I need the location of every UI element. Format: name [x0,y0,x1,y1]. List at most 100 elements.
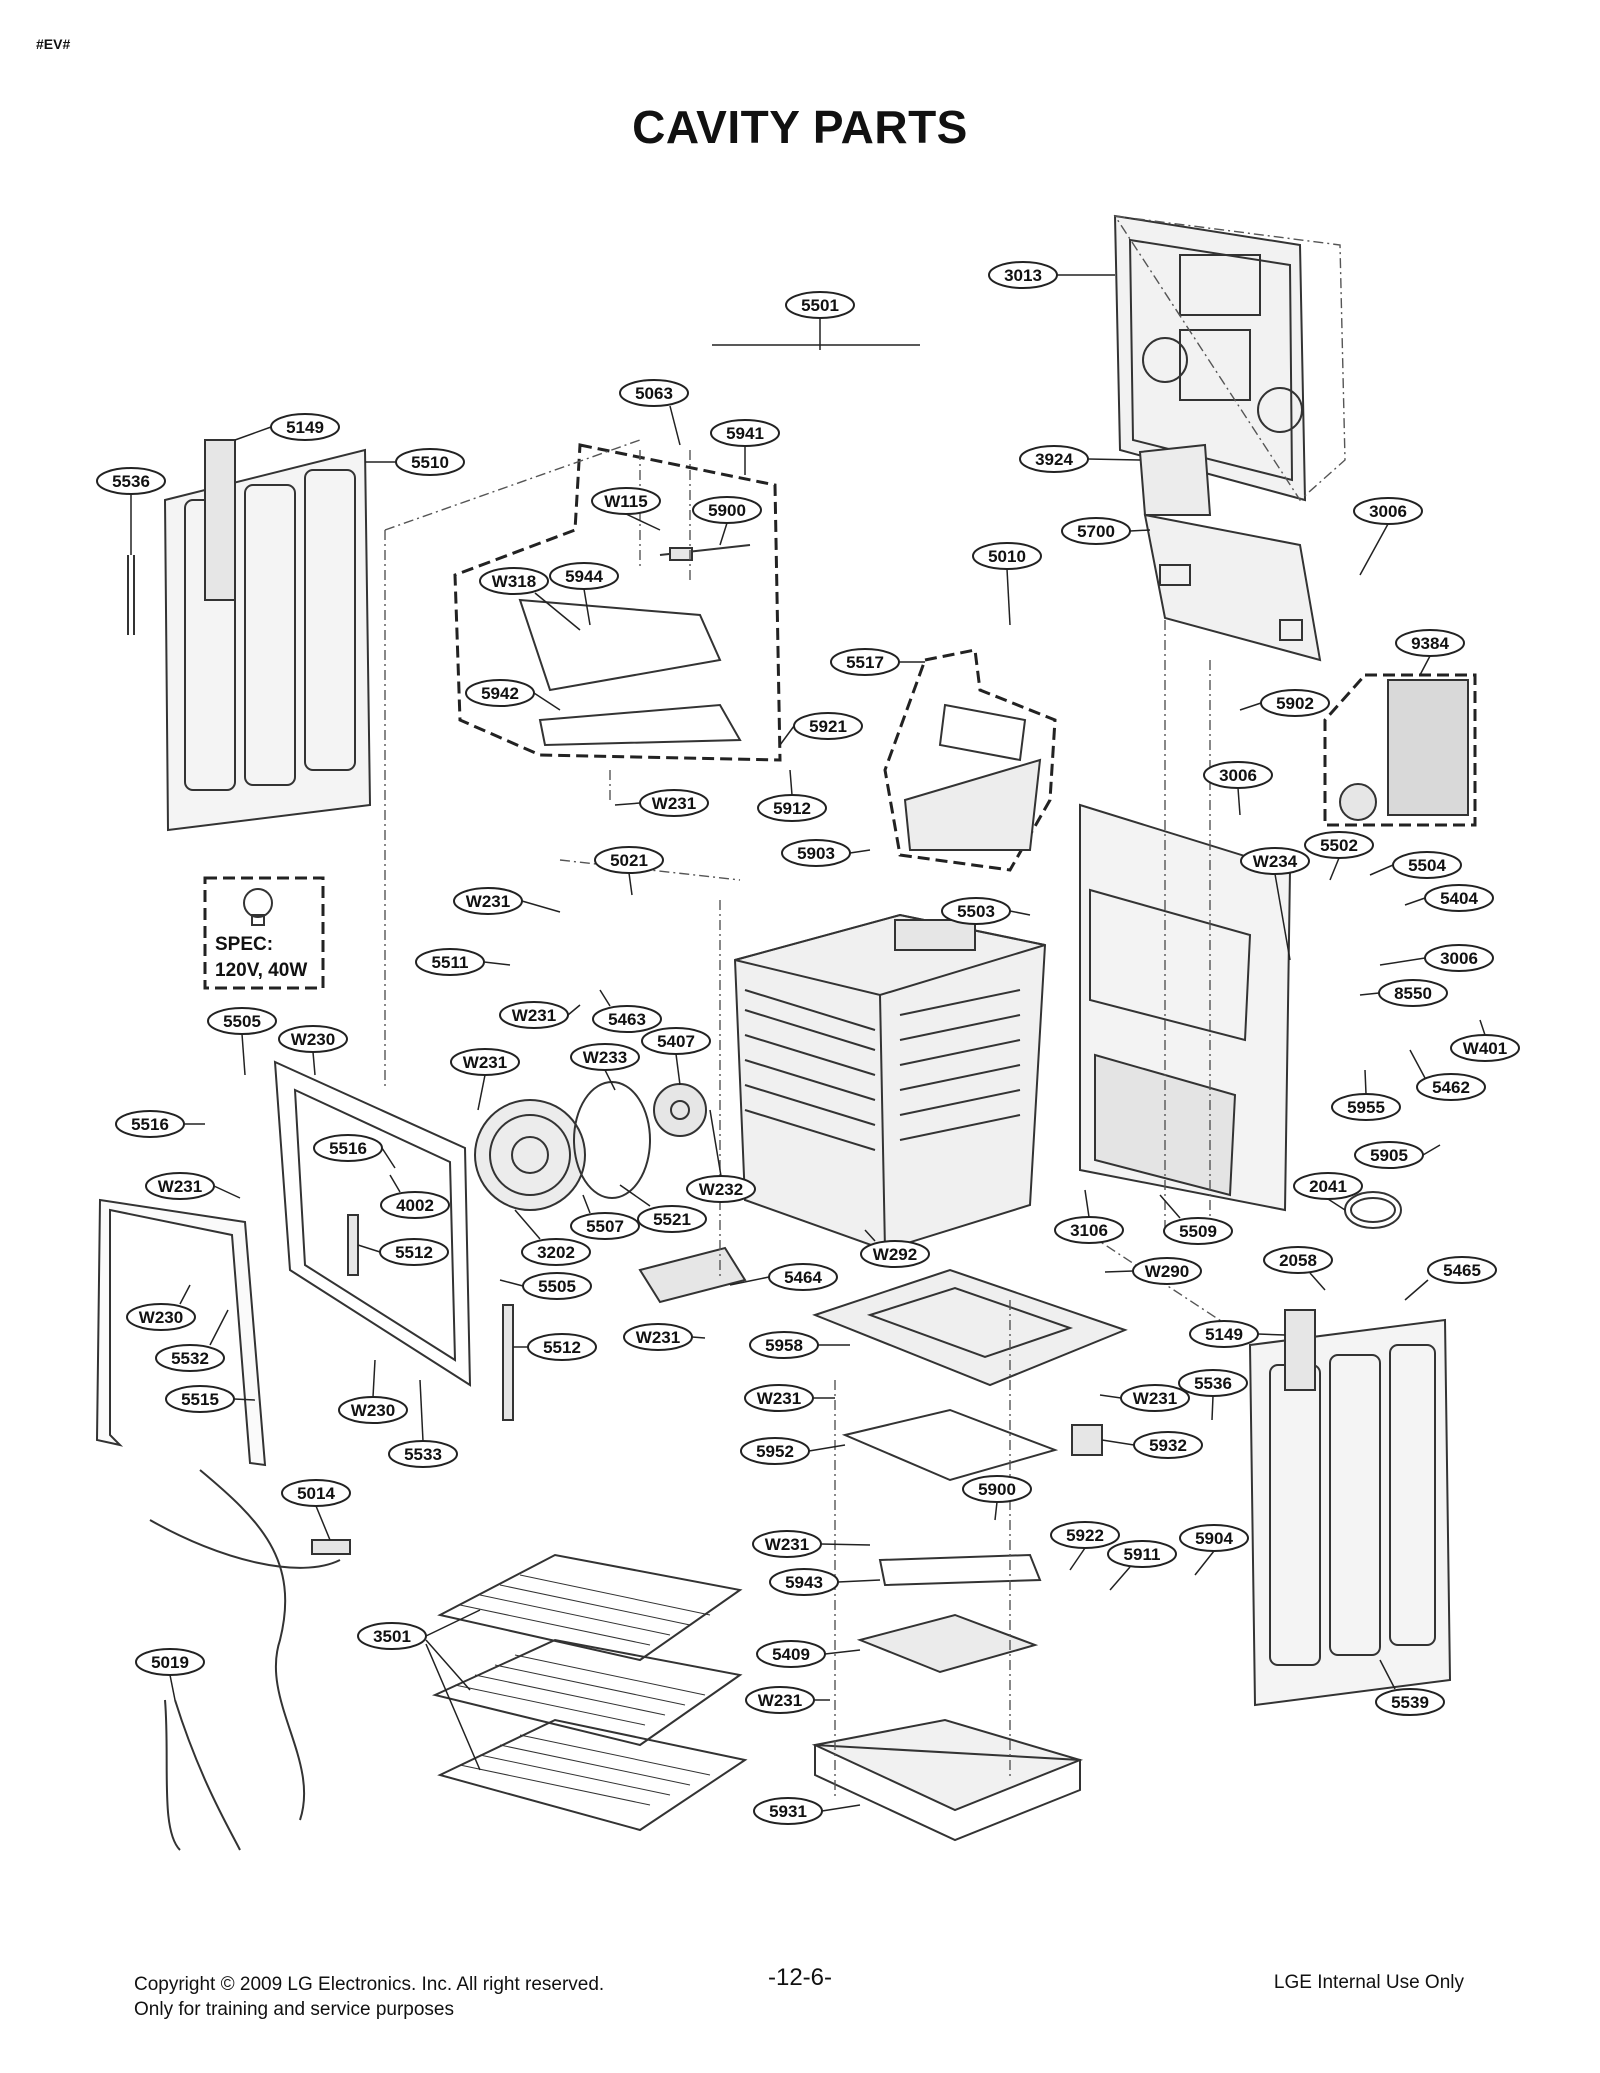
callout-5465: 5465 [1443,1261,1481,1280]
callout-5532: 5532 [171,1349,209,1368]
callout-W318: W318 [492,572,536,591]
page-title: CAVITY PARTS [632,101,968,153]
callout-labels: 3013 5501 5063 5941 5149 5510 5536 3924 … [96,261,1520,1825]
callout-W234: W234 [1253,852,1298,871]
oven-cavity [733,913,1047,1252]
callout-5464: 5464 [784,1268,822,1287]
callout-W232: W232 [699,1180,743,1199]
panel-5700 [1143,513,1322,662]
rear-panel-3013 [1113,214,1346,502]
callout-5021: 5021 [610,851,648,870]
dashed-guides [384,439,1251,1800]
callout-5536-right: 5536 [1194,1374,1232,1393]
callout-5409: 5409 [772,1645,810,1664]
callout-W230-c: W230 [351,1401,395,1420]
callout-5019: 5019 [151,1653,189,1672]
callout-5932: 5932 [1149,1436,1187,1455]
bottom-panel-5958 [638,1246,1128,1387]
cover-5517 [883,648,1057,872]
callout-W401: W401 [1463,1039,1507,1058]
footer-internal-note: LGE Internal Use Only [1273,1972,1464,1993]
callout-5010: 5010 [988,547,1026,566]
callout-5922: 5922 [1066,1526,1104,1545]
side-frame-5509 [1079,803,1292,1212]
fan-assembly [474,1081,707,1211]
callout-5900-top: 5900 [708,501,746,520]
callout-5517: 5517 [846,653,884,672]
callout-5944: 5944 [565,567,603,586]
callout-5149-b: 5149 [1205,1325,1243,1344]
wiring-2041 [1344,1191,1402,1229]
spec-line-1: SPEC: [215,934,273,955]
callout-5955: 5955 [1347,1098,1385,1117]
callout-5407: 5407 [657,1032,695,1051]
callout-5501: 5501 [801,296,839,315]
bracket-3924 [1138,443,1212,516]
front-frame-5510 [95,1060,514,1467]
callout-5533: 5533 [404,1445,442,1464]
callout-5931: 5931 [769,1802,807,1821]
callout-5941: 5941 [726,424,764,443]
callout-W231-c: W231 [512,1006,556,1025]
callout-5149: 5149 [286,418,324,437]
callout-5510-top: 5510 [411,453,449,472]
callout-W231-f: W231 [636,1328,680,1347]
callout-5404: 5404 [1440,889,1478,908]
callout-5516-b: 5516 [329,1139,367,1158]
callout-5903: 5903 [797,844,835,863]
callout-W230-a: W230 [291,1030,335,1049]
callout-5505-b: 5505 [538,1277,576,1296]
tray-5931 [811,1718,1084,1842]
callout-5507: 5507 [586,1217,624,1236]
callout-W231-g: W231 [757,1389,801,1408]
callout-5512-a: 5512 [395,1243,433,1262]
callout-5512-b: 5512 [543,1338,581,1357]
callout-5516-a: 5516 [131,1115,169,1134]
callout-5014: 5014 [297,1484,335,1503]
footer-copyright-line: Copyright © 2009 LG Electronics. Inc. Al… [134,1974,605,1995]
callout-W230-b: W230 [139,1308,183,1327]
callout-5503: 5503 [957,902,995,921]
callout-5912: 5912 [773,799,811,818]
callout-5536-left: 5536 [112,472,150,491]
callout-W231-e: W231 [158,1177,202,1196]
callout-5539: 5539 [1391,1693,1429,1712]
callout-W231-b: W231 [466,892,510,911]
callout-3106: 3106 [1070,1221,1108,1240]
footer-usage-line: Only for training and service purposes [134,1999,454,2020]
callout-3006-b: 3006 [1219,766,1257,785]
callout-3501: 3501 [373,1627,411,1646]
callout-3924: 3924 [1035,450,1073,469]
footer-copyright: Copyright © 2009 LG Electronics. Inc. Al… [134,1972,604,2022]
callout-5904: 5904 [1195,1529,1233,1548]
callout-5952: 5952 [756,1442,794,1461]
callout-W290: W290 [1145,1262,1189,1281]
callout-W115: W115 [604,492,647,511]
callout-5502: 5502 [1320,836,1358,855]
callout-5505-a: 5505 [223,1012,261,1031]
callout-W231-i: W231 [765,1535,809,1554]
callout-3202: 3202 [537,1243,575,1262]
callout-3006-a: 3006 [1369,502,1407,521]
broil-element-group-5941 [453,443,782,762]
callout-5463: 5463 [608,1010,646,1029]
callout-2041: 2041 [1309,1177,1347,1196]
callout-W292: W292 [873,1245,917,1264]
callout-5504: 5504 [1408,856,1446,875]
callout-2058: 2058 [1279,1251,1317,1270]
callout-W231-a: W231 [652,794,696,813]
callout-8550: 8550 [1394,984,1432,1003]
callout-5905: 5905 [1370,1146,1408,1165]
callout-W233: W233 [583,1048,627,1067]
callout-4002: 4002 [396,1196,434,1215]
callout-5509: 5509 [1179,1222,1217,1241]
wire-harness-5014 [149,1469,351,1851]
callout-5515: 5515 [181,1390,219,1409]
page-code: #EV# [36,36,71,52]
callout-W231-h: W231 [1133,1389,1177,1408]
callout-5942: 5942 [481,684,519,703]
service-kit-9384 [1323,673,1477,827]
bake-element-5943 [841,1408,1103,1674]
